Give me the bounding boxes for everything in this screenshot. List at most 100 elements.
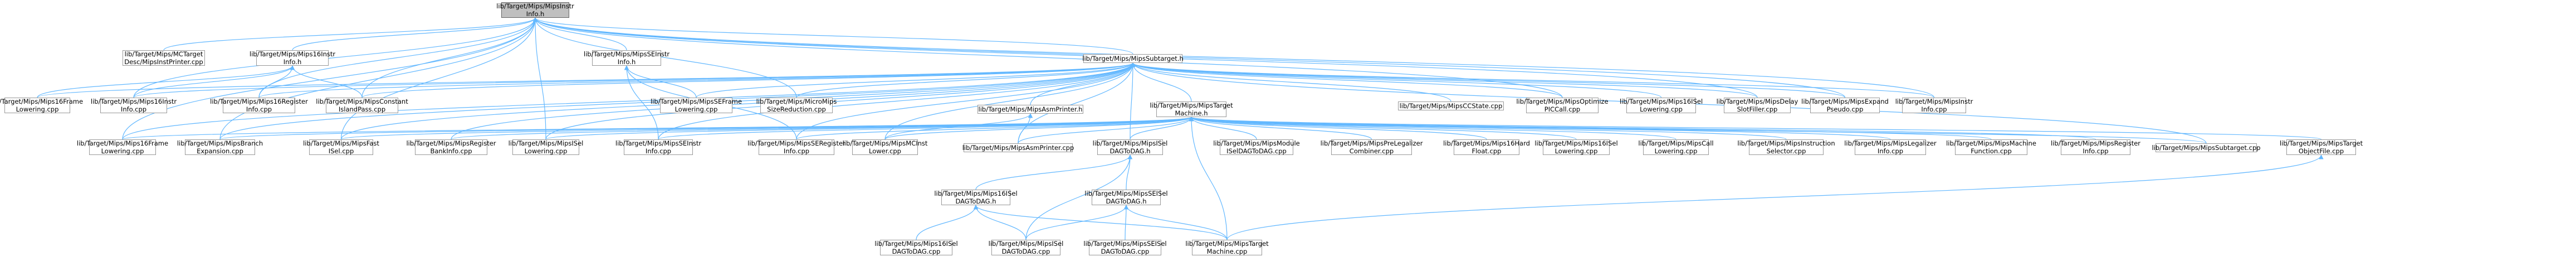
node-mips-expand-pseudo-cpp[interactable]: lib/Target/Mips/MipsExpand Pseudo.cpp (1801, 98, 1889, 113)
dependency-edge (658, 117, 1194, 140)
node-mips-inst-printer-cpp[interactable]: lib/Target/Mips/MCTarget Desc/MipsInstPr… (123, 50, 205, 66)
node-mips-se-instr-info-h[interactable]: lib/Target/Mips/MipsSEInstr Info.h (584, 50, 669, 66)
node-mips-se-register-info-cpp[interactable]: lib/Target/Mips/MipsSERegister Info.cpp (747, 139, 845, 155)
node-mips16-hard-float-cpp[interactable]: lib/Target/Mips/Mips16Hard Float.cpp (1443, 139, 1530, 155)
node-mips-instr-info-cpp[interactable]: lib/Target/Mips/MipsInstr Info.cpp (1895, 98, 1973, 113)
node-mips-target-object-file-cpp[interactable]: lib/Target/Mips/MipsTarget ObjectFile.cp… (2280, 139, 2363, 155)
node-label: lib/Target/Mips/MipsRegister (2050, 139, 2141, 147)
node-mips-target-machine-cpp[interactable]: lib/Target/Mips/MipsTarget Machine.cpp (1185, 240, 1269, 255)
node-label: Info.cpp (120, 105, 147, 113)
node-label: Machine.cpp (1206, 248, 1248, 255)
node-mips-isel-dag-to-dag-h[interactable]: lib/Target/Mips/MipsISel DAGToDAG.h (1093, 139, 1167, 155)
node-mips-subtarget-cpp[interactable]: lib/Target/Mips/MipsSubtarget.cpp (2152, 143, 2261, 152)
node-mips16-instr-info-h[interactable]: lib/Target/Mips/Mips16Instr Info.h (250, 50, 335, 66)
dependency-edge (1130, 117, 1194, 140)
node-label: Lowering.cpp (16, 105, 59, 113)
node-mips-se-frame-lowering-cpp[interactable]: lib/Target/Mips/MipsSEFrame Lowering.cpp (651, 98, 742, 113)
dependency-edge (545, 62, 1136, 140)
node-label: lib/Target/Mips/MipsBranch (177, 139, 263, 147)
dependency-edge (290, 65, 363, 98)
node-label: lib/Target/Mips/MicroMips (756, 98, 837, 105)
dependency-edge (340, 62, 1136, 140)
dependency-edge (1189, 117, 1487, 140)
node-mips-optimize-pic-call-cpp[interactable]: lib/Target/Mips/MipsOptimize PICCall.cpp (1516, 98, 1609, 113)
dependency-edge (1226, 154, 2324, 240)
node-mips-module-isel-dag-to-dag-cpp[interactable]: lib/Target/Mips/MipsModule ISelDAGToDAG.… (1213, 139, 1300, 155)
node-mips16-frame-lowering-cpp[interactable]: lib/Target/Mips/Mips16Frame Lowering.cpp (0, 98, 83, 113)
node-mips-branch-expansion-cpp[interactable]: lib/Target/Mips/MipsBranch Expansion.cpp (177, 139, 263, 155)
node-label: lib/Target/Mips/MipsSEInstr (615, 139, 702, 147)
dependency-edge (1189, 117, 1372, 140)
dependency-edge (1189, 117, 1228, 240)
node-label: lib/Target/Mips/MipsTarget (1150, 101, 1233, 109)
node-mips-legalizer-info-cpp[interactable]: lib/Target/Mips/MipsLegalizer Info.cpp (1844, 139, 1937, 155)
node-mips-se-isel-dag-to-dag-cpp[interactable]: lib/Target/Mips/MipsSEISel DAGToDAG.cpp (1083, 240, 1167, 255)
dependency-edge (658, 62, 1136, 140)
node-label: lib/Target/Mips/MipsSEFrame (650, 98, 742, 105)
node-mips-target-machine-h[interactable]: lib/Target/Mips/MipsTarget Machine.h (1150, 101, 1233, 117)
node-mips-isel-lowering-cpp[interactable]: lib/Target/Mips/MipsISel Lowering.cpp (509, 139, 583, 155)
node-mips-machine-function-cpp[interactable]: lib/Target/Mips/MipsMachine Function.cpp (1946, 139, 2036, 155)
dependency-edge (624, 65, 697, 98)
node-mips-register-info-cpp[interactable]: lib/Target/Mips/MipsRegister Info.cpp (2051, 139, 2140, 155)
node-label: lib/Target/Mips/MipsOptimize (1516, 98, 1609, 105)
dependency-edge (1130, 62, 1192, 102)
node-label: lib/Target/Mips/MipsRegister (406, 139, 496, 147)
node-label: Info.cpp (246, 105, 272, 113)
dependency-edge (1189, 117, 1676, 140)
dependency-edge (451, 117, 1194, 140)
dependency-edge (796, 117, 1194, 140)
node-mips-instruction-selector-cpp[interactable]: lib/Target/Mips/MipsInstruction Selector… (1737, 139, 1835, 155)
node-mips-cc-state-cpp[interactable]: lib/Target/Mips/MipsCCState.cpp (1398, 101, 1504, 110)
node-label: lib/Target/Mips/MipsSEInstr (583, 50, 670, 58)
node-mips-delay-slot-filler-cpp[interactable]: lib/Target/Mips/MipsDelay SlotFiller.cpp (1717, 98, 1798, 113)
node-mips-call-lowering-cpp[interactable]: lib/Target/Mips/MipsCall Lowering.cpp (1638, 139, 1714, 155)
node-mips-se-isel-lowering-cpp[interactable]: lib/Target/Mips/Mips16ISel Lowering.cpp (1620, 98, 1703, 113)
node-mips16-instr-info-cpp[interactable]: lib/Target/Mips/Mips16Instr Info.cpp (91, 98, 177, 113)
node-label: Float.cpp (1472, 147, 1502, 155)
node-mips16-register-info-cpp[interactable]: lib/Target/Mips/Mips16Register Info.cpp (210, 98, 308, 113)
node-micro-mips-size-reduction-cpp[interactable]: lib/Target/Mips/MicroMips SizeReduction.… (756, 98, 837, 113)
node-label: Expansion.cpp (197, 147, 243, 155)
node-mips-pre-legalizer-combiner-cpp[interactable]: lib/Target/Mips/MipsPreLegalizer Combine… (1321, 139, 1423, 155)
node-label: lib/Target/Mips/MipsInstr (1895, 98, 1973, 105)
node-label: lib/Target/Mips/MipsExpand (1801, 98, 1889, 105)
node-label: lib/Target/Mips/MipsSubtarget.h (1082, 55, 1184, 62)
node-mips-asm-printer-h[interactable]: lib/Target/Mips/MipsAsmPrinter.h (977, 105, 1083, 114)
dependency-edge (1189, 117, 1992, 140)
node-mips-asm-printer-cpp[interactable]: lib/Target/Mips/MipsAsmPrinter.cpp (962, 143, 1074, 152)
node-label: lib/Target/Mips/MipsDelay (1716, 98, 1798, 105)
dependency-edge (258, 62, 1135, 98)
dependency-edge (122, 17, 538, 140)
node-label: lib/Target/Mips/MipsInstr (496, 2, 574, 10)
dependency-edge (1131, 62, 1758, 98)
node-label: DAGToDAG.h (1106, 197, 1147, 205)
node-mips-constant-island-pass-cpp[interactable]: lib/Target/Mips/MipsConstant IslandPass.… (316, 98, 408, 113)
node-mips-se-instr-info-cpp[interactable]: lib/Target/Mips/MipsSEInstr Info.cpp (615, 139, 701, 155)
node-label: Function.cpp (1971, 147, 2012, 155)
node-label: lib/Target/Mips/MipsMCInst (842, 139, 928, 147)
node-label: Info.h (526, 10, 545, 18)
node-mips-isel-dag-to-dag-cpp[interactable]: lib/Target/Mips/MipsISel DAGToDAG.cpp (989, 240, 1063, 255)
node-label: DAGToDAG.cpp (892, 248, 941, 255)
node-mips-se-isel-dag-to-dag-h[interactable]: lib/Target/Mips/MipsSEISel DAGToDAG.h (1084, 190, 1168, 205)
node-label: PICCall.cpp (1544, 105, 1581, 113)
node-mips-mc-inst-lower-cpp[interactable]: lib/Target/Mips/MipsMCInst Lower.cpp (843, 139, 927, 155)
node-mips16-isel-dag-to-dag-h[interactable]: lib/Target/Mips/Mips16ISel DAGToDAG.h (934, 190, 1018, 205)
node-label: lib/Target/Mips/Mips16ISel (934, 190, 1018, 197)
node-mips16-isel-lowering-cpp[interactable]: lib/Target/Mips/Mips16ISel Lowering.cpp (1534, 139, 1618, 155)
dependency-edge (532, 17, 1563, 98)
dependency-edge (973, 205, 1027, 240)
node-mips-fast-isel-cpp[interactable]: lib/Target/Mips/MipsFast ISel.cpp (303, 139, 379, 155)
node-mips16-frame-lowering-cpp-b[interactable]: lib/Target/Mips/Mips16Frame Lowering.cpp (77, 139, 168, 155)
dependency-edge (1131, 62, 1662, 98)
node-label: IslandPass.cpp (338, 105, 386, 113)
dependency-edge (1123, 205, 1129, 240)
dependency-edge (258, 17, 538, 98)
node-mips16-isel-dag-to-dag-cpp[interactable]: lib/Target/Mips/Mips16ISel DAGToDAG.cpp (874, 240, 958, 255)
node-mips-register-bank-info-cpp[interactable]: lib/Target/Mips/MipsRegister BankInfo.cp… (406, 139, 496, 155)
node-mips-subtarget-h[interactable]: lib/Target/Mips/MipsSubtarget.h (1082, 54, 1184, 63)
dependency-edge (1123, 205, 1228, 240)
node-label: lib/Target/Mips/MipsLegalizer (1844, 139, 1937, 147)
